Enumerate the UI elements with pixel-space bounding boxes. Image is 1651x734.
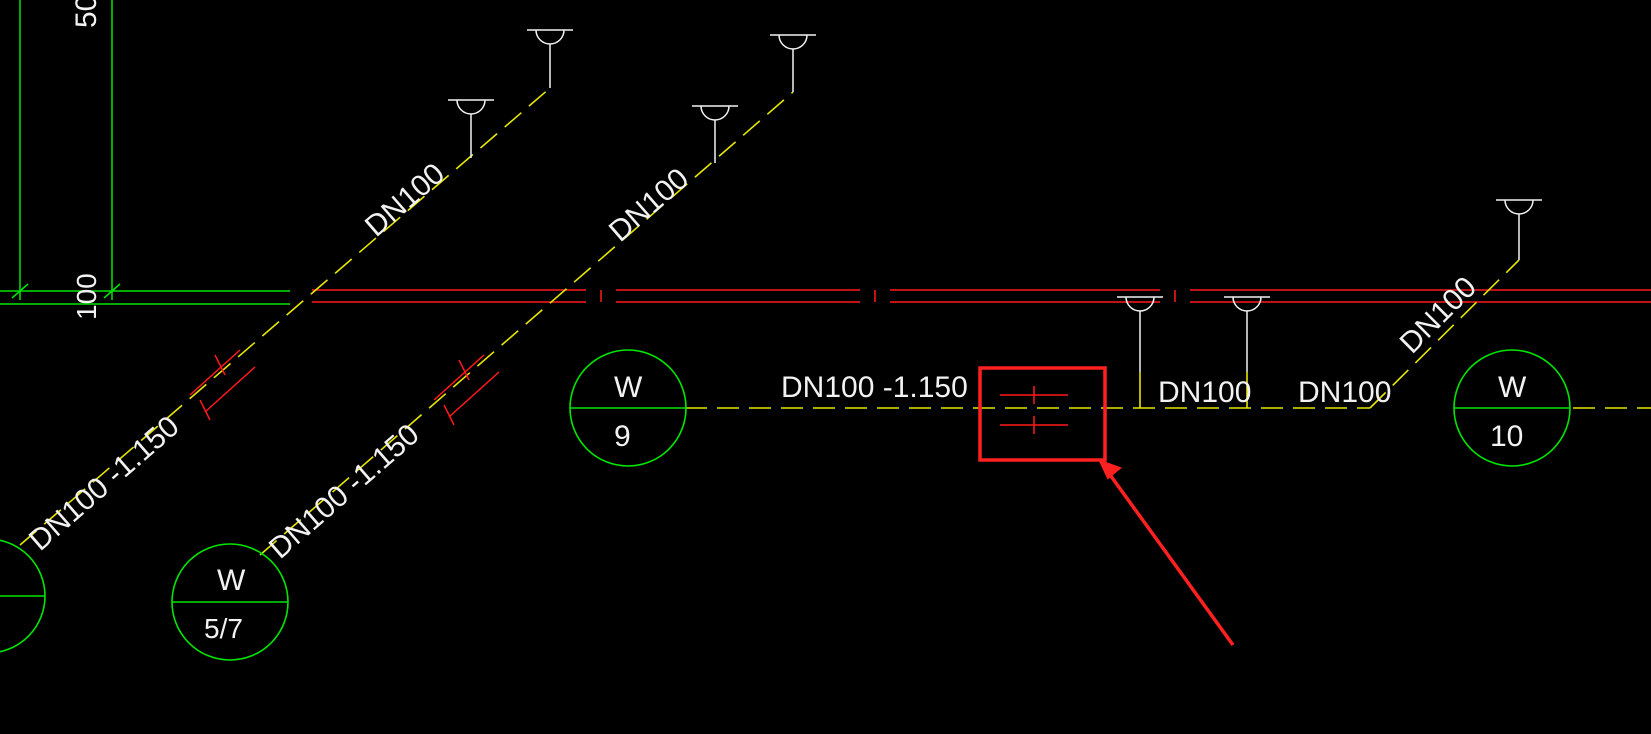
dimension-lines <box>0 0 290 305</box>
pipe-label-diag1-lower: DN100 -1.150 <box>23 410 186 557</box>
floor-drain-icon <box>1117 296 1163 372</box>
manhole-type-9: W <box>614 371 643 404</box>
pipe-label-diag3: DN100 <box>1394 271 1483 360</box>
drain-pipes <box>19 87 1651 556</box>
floor-drain-icon <box>692 105 738 163</box>
dimension-text-vertical: 50 <box>70 0 103 28</box>
manhole-number-9: 9 <box>614 420 631 453</box>
wall-lines <box>312 289 1651 303</box>
highlight-box[interactable] <box>978 366 1107 462</box>
manhole-type-10: W <box>1498 371 1527 404</box>
pipe-diagonal-3 <box>1369 259 1520 409</box>
annotation-arrow[interactable] <box>1098 459 1235 647</box>
pipe-label-diag1-upper: DN100 <box>359 157 451 243</box>
pipe-label-main-mid: DN100 <box>1158 376 1251 409</box>
pipe-branches <box>1139 372 1248 408</box>
manhole-partial <box>0 539 46 653</box>
manhole-10 <box>1453 349 1571 467</box>
pipe-diagonal-2 <box>259 91 794 556</box>
floor-drain-icon <box>770 34 816 92</box>
fixtures <box>448 29 1542 372</box>
dimension-text-horizontal: 100 <box>71 273 102 320</box>
pipe-label-diag2-lower: DN100 -1.150 <box>263 418 426 565</box>
manhole-number-10: 10 <box>1490 420 1523 453</box>
dimension-tick-left <box>11 283 29 299</box>
floor-drain-icon <box>527 29 573 88</box>
floor-drain-icon <box>1224 296 1270 372</box>
floor-drain-icon <box>448 99 494 158</box>
floor-drain-icon <box>1496 199 1542 260</box>
pipe-label-main-left: DN100 -1.150 <box>781 371 968 404</box>
manhole-9 <box>569 349 687 467</box>
dimension-tick-right <box>103 283 121 299</box>
manhole-5-7 <box>171 543 289 661</box>
pipe-label-main-right: DN100 <box>1298 376 1391 409</box>
manhole-type-5-7: W <box>217 564 246 597</box>
manholes <box>0 349 1571 661</box>
pipe-label-diag2-upper: DN100 <box>603 162 695 248</box>
pipe-diagonal-1 <box>19 87 551 546</box>
manhole-number-5-7: 5/7 <box>204 613 243 644</box>
wall-sleeves <box>189 349 500 426</box>
highlighted-fitting <box>1000 386 1068 434</box>
